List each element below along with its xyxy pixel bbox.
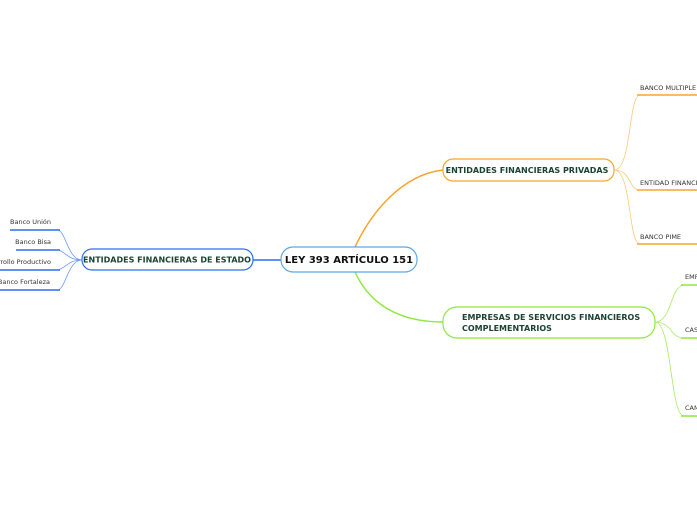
leaf-banco-fortaleza[interactable]: Banco Fortaleza: [0, 278, 50, 286]
leaf-banco-union[interactable]: Banco Unión: [10, 218, 51, 226]
leaf-banco-multiple[interactable]: BANCO MULTIPLE: [640, 84, 696, 92]
svg-text:ENTIDADES FINANCIERAS DE ESTAD: ENTIDADES FINANCIERAS DE ESTADO: [83, 256, 251, 265]
estado-node[interactable]: ENTIDADES FINANCIERAS DE ESTADO: [81, 248, 254, 271]
connector-empresas: [354, 271, 444, 323]
privadas-node[interactable]: ENTIDADES FINANCIERAS PRIVADAS: [442, 158, 615, 182]
connector-privadas: [354, 169, 444, 248]
leaf-banco-pime[interactable]: BANCO PIME: [640, 233, 681, 241]
svg-text:COMPLEMENTARIOS: COMPLEMENTARIOS: [462, 324, 552, 333]
leaf-banco-bisa[interactable]: Banco Bisa: [15, 238, 51, 246]
leaf-entidad-financiera[interactable]: ENTIDAD FINANCIE: [640, 179, 697, 187]
svg-text:ENTIDADES FINANCIERAS PRIVADAS: ENTIDADES FINANCIERAS PRIVADAS: [446, 166, 609, 175]
leaf-emp[interactable]: EMP: [685, 273, 697, 281]
leaf-desarrollo-productivo[interactable]: sarrollo Productivo: [0, 258, 51, 266]
central-node[interactable]: LEY 393 ARTÍCULO 151: [280, 246, 418, 273]
connectors: [0, 94, 697, 417]
leaf-cam[interactable]: CAM: [685, 404, 697, 412]
empresas-node[interactable]: EMPRESAS DE SERVICIOS FINANCIEROS COMPLE…: [442, 306, 656, 339]
svg-text:LEY 393 ARTÍCULO 151: LEY 393 ARTÍCULO 151: [285, 253, 413, 266]
svg-text:EMPRESAS DE SERVICIOS FINANCIE: EMPRESAS DE SERVICIOS FINANCIEROS: [462, 313, 640, 322]
leaf-casa[interactable]: CASA: [685, 326, 697, 334]
